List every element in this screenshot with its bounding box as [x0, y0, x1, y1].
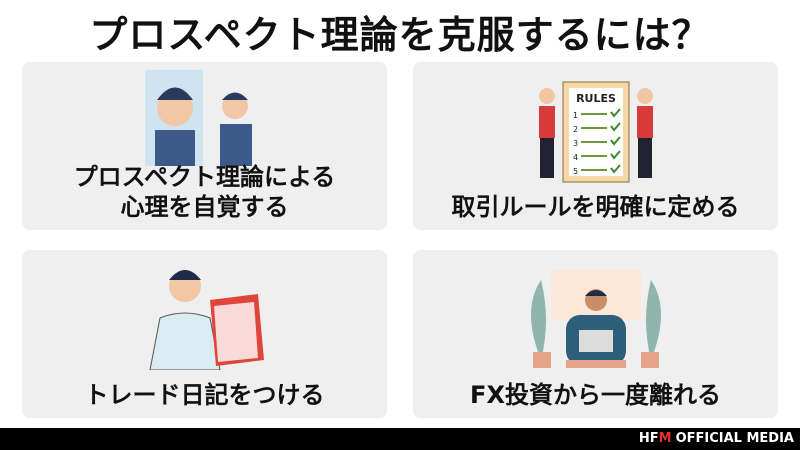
- mirror-reflection-illustration: [144, 70, 252, 166]
- writing-diary-illustration: [148, 270, 264, 370]
- logo-hf: HF: [638, 431, 659, 446]
- check-icon: [609, 136, 621, 146]
- checklist-row: 3: [573, 136, 621, 148]
- check-icon: [609, 150, 621, 160]
- card-label: 取引ルールを明確に定める: [451, 193, 740, 221]
- row-number: 1: [573, 111, 578, 120]
- relaxing-with-laptop-illustration: [530, 270, 661, 368]
- card-trading-rules: RULES 1 2 3 4 5 取引ルールを明確に定める: [413, 62, 778, 230]
- checklist-row: 2: [573, 122, 621, 134]
- check-icon: [609, 108, 621, 118]
- check-icon: [609, 164, 621, 174]
- card-label: 心理を自覚する: [120, 193, 289, 221]
- hfm-logo: HFM OFFICIAL MEDIA: [639, 431, 794, 446]
- card-label: トレード日記をつける: [84, 381, 325, 409]
- checklist-row: 1: [573, 108, 621, 120]
- checklist-row: 5: [573, 164, 621, 176]
- logo-m: M: [658, 431, 672, 446]
- board-title: RULES: [576, 92, 616, 105]
- rules-checklist-illustration: RULES 1 2 3 4 5: [538, 81, 653, 183]
- row-number: 4: [573, 153, 578, 162]
- page-title: プロスペクト理論を克服するには？: [89, 13, 711, 57]
- row-number: 2: [573, 125, 578, 134]
- card-label: FX投資から一度離れる: [470, 381, 721, 409]
- card-take-break: FX投資から一度離れる: [413, 250, 778, 418]
- card-self-awareness: プロスペクト理論による心理を自覚する: [22, 62, 387, 230]
- checklist-row: 4: [573, 150, 621, 162]
- footer-bar: HFM OFFICIAL MEDIA: [0, 428, 800, 450]
- row-number: 5: [573, 167, 578, 176]
- card-trade-diary: トレード日記をつける: [22, 250, 387, 418]
- card-label: プロスペクト理論による: [73, 163, 336, 191]
- row-number: 3: [573, 139, 578, 148]
- brand-text: OFFICIAL MEDIA: [675, 431, 794, 446]
- check-icon: [609, 122, 621, 132]
